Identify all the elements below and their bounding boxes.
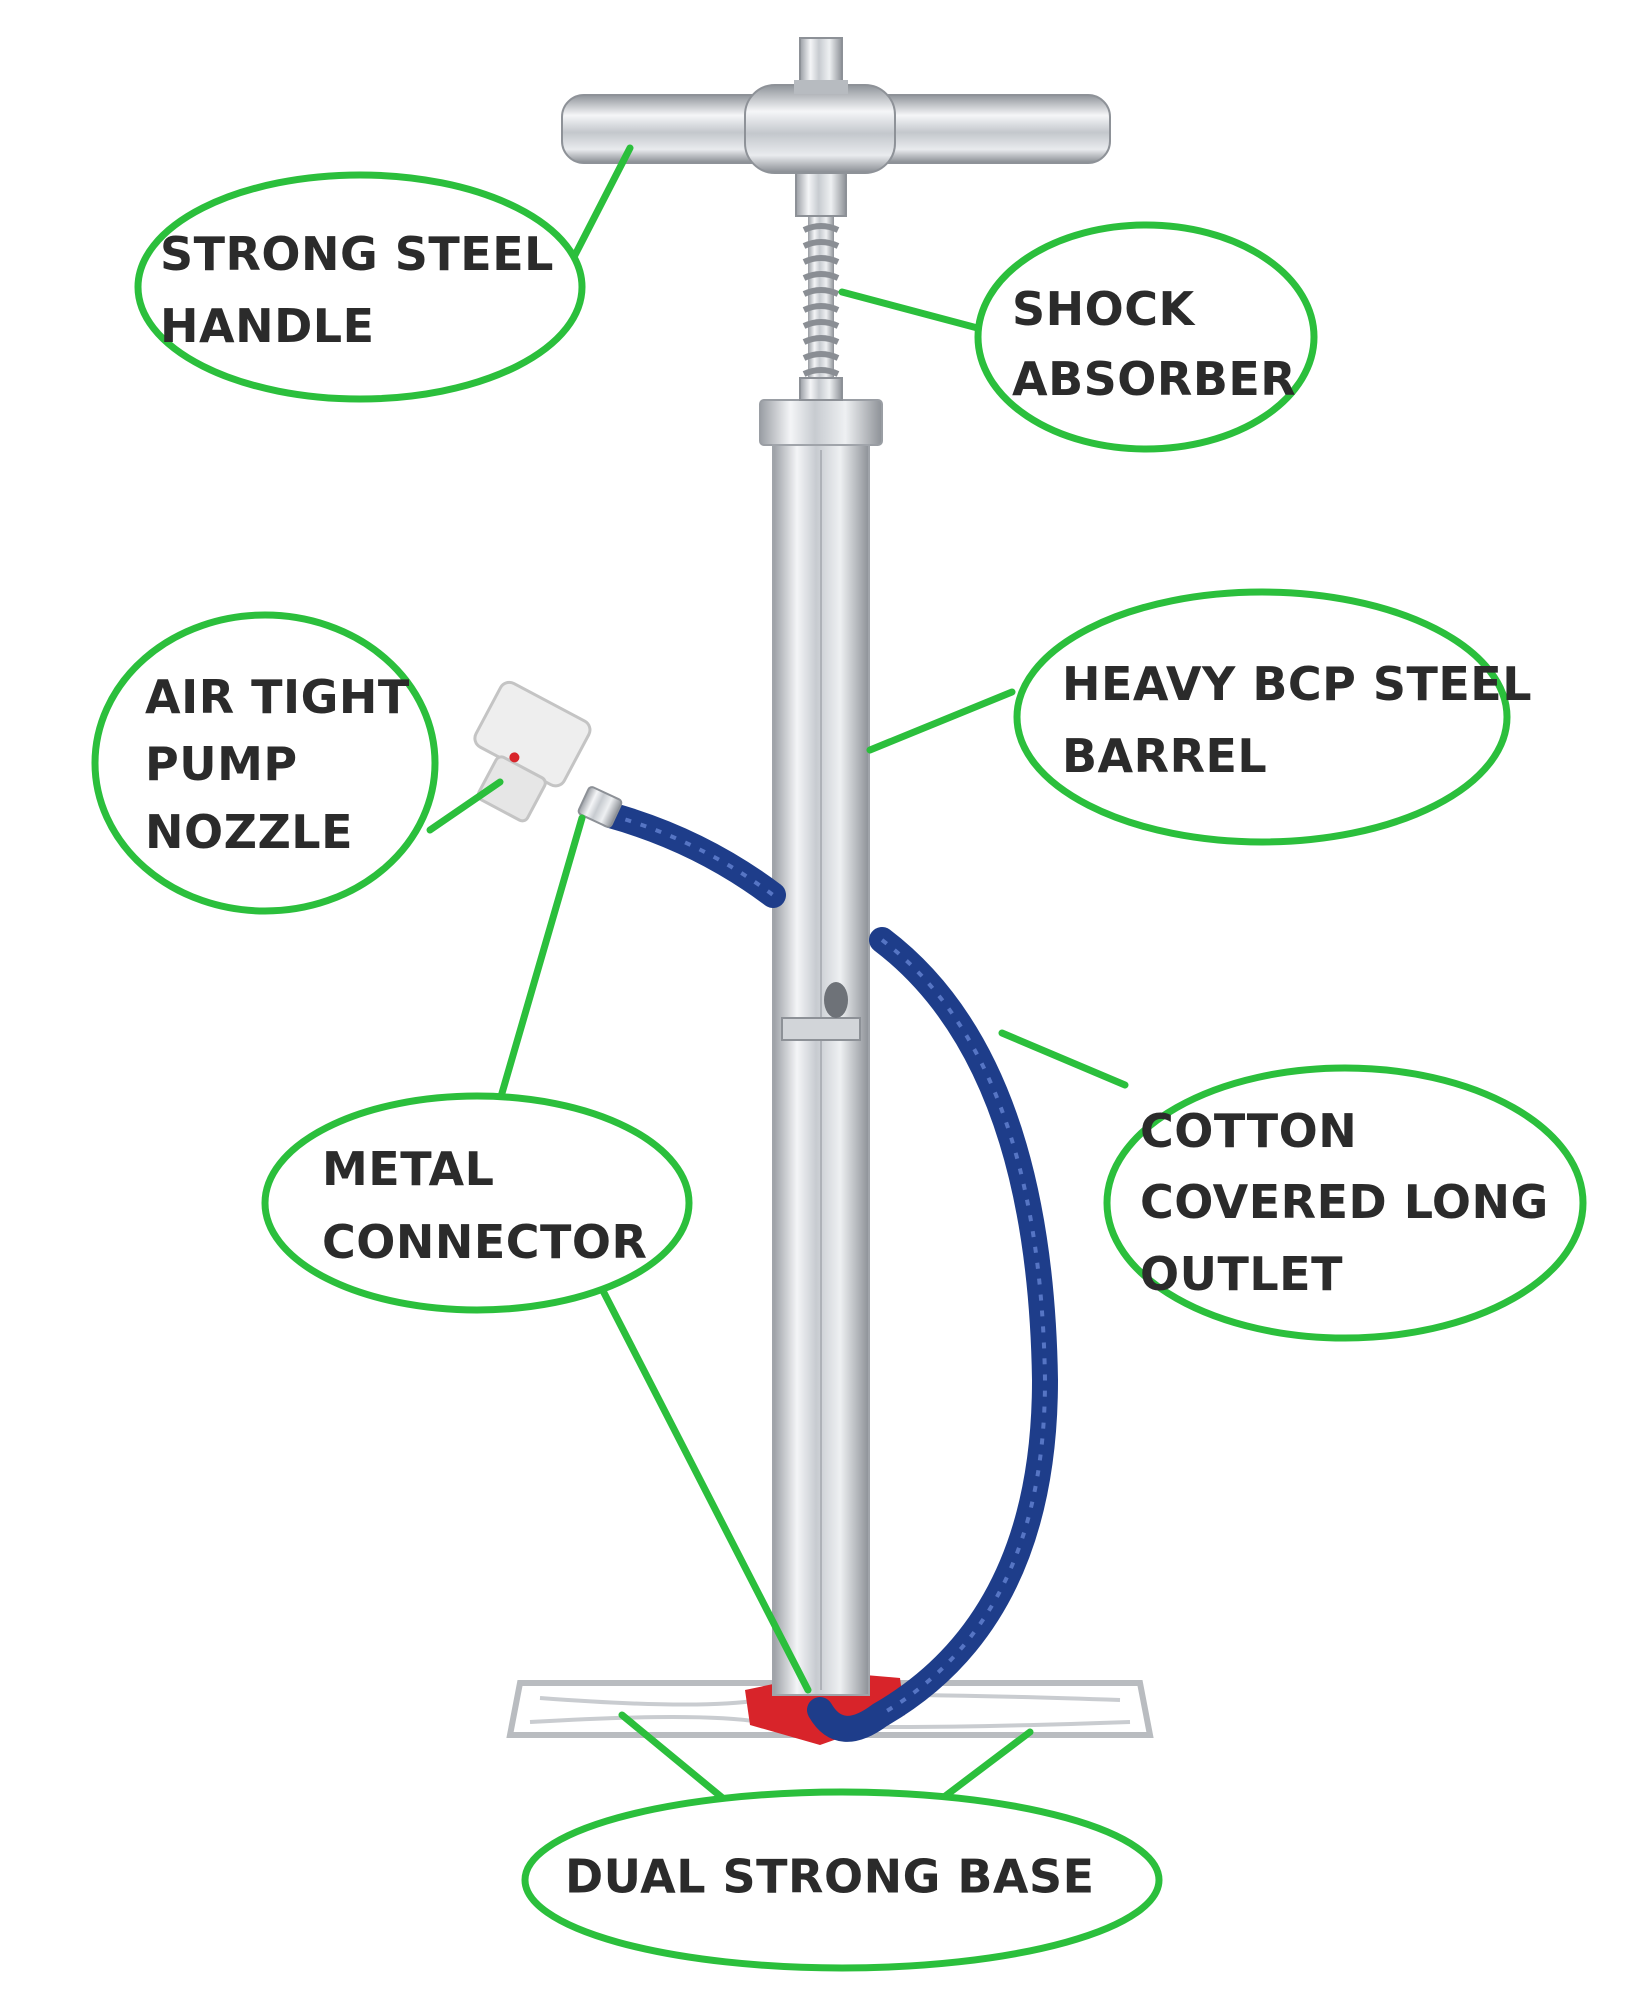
callout-handle-line2: HANDLE [160, 299, 375, 353]
leader-connector-down [596, 1281, 812, 1694]
leader-barrel [866, 688, 1016, 754]
callout-outlet-line1: COTTON [1140, 1104, 1357, 1158]
leader-shock [838, 288, 989, 334]
hose-metal-connector [577, 786, 623, 828]
t-handle [561, 37, 1111, 174]
callout-connector-line2: CONNECTOR [322, 1215, 647, 1269]
callout-barrel: HEAVY BCP STEEL BARREL [1013, 588, 1532, 846]
leader-base-right [936, 1728, 1034, 1804]
callout-handle-line1: STRONG STEEL [160, 227, 554, 281]
callout-barrel-line2: BARREL [1062, 729, 1267, 783]
callout-connector: METAL CONNECTOR [261, 1092, 693, 1314]
callout-connector-line1: METAL [322, 1142, 494, 1196]
pump-barrel [759, 399, 883, 1696]
leader-outlet [998, 1029, 1129, 1089]
callout-base: DUAL STRONG BASE [521, 1788, 1163, 1972]
callout-nozzle-line2: PUMP [145, 737, 298, 791]
callout-nozzle: AIR TIGHT PUMP NOZZLE [91, 611, 439, 915]
callout-base-line1: DUAL STRONG BASE [565, 1850, 1095, 1904]
leader-base-left [618, 1711, 729, 1804]
callout-outlet: COTTON COVERED LONG OUTLET [1103, 1064, 1587, 1342]
callout-nozzle-line1: AIR TIGHT [145, 670, 410, 724]
callout-barrel-line1: HEAVY BCP STEEL [1062, 657, 1532, 711]
floor-pump-illustration [473, 37, 1154, 1745]
callout-shock-line2: ABSORBER [1012, 352, 1296, 406]
callout-shock: SHOCK ABSORBER [974, 221, 1318, 453]
shock-absorber-spring [795, 171, 847, 401]
callout-shock-line1: SHOCK [1012, 282, 1196, 336]
callout-handle: STRONG STEEL HANDLE [134, 171, 586, 403]
leader-connector-up [496, 814, 586, 1104]
callout-nozzle-line3: NOZZLE [145, 805, 353, 859]
leader-lines [426, 144, 1129, 1804]
pump-hose [597, 802, 1059, 1742]
leader-handle [571, 144, 634, 259]
pump-nozzle [473, 680, 592, 823]
callout-outlet-line3: OUTLET [1140, 1247, 1343, 1301]
callout-outlet-line2: COVERED LONG [1140, 1175, 1549, 1229]
leader-nozzle [426, 778, 504, 834]
